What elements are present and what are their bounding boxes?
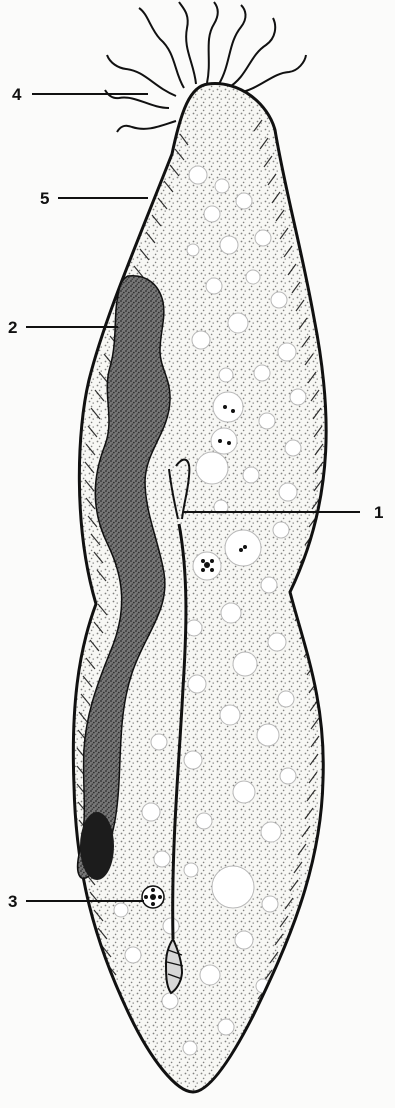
callout-label-two: 2 [8, 318, 17, 337]
callout-label-three: 3 [8, 892, 17, 911]
callout-label-four: 4 [12, 85, 22, 104]
contractile-vacuole [142, 886, 164, 908]
cell-body [70, 80, 340, 1095]
dark-granule [80, 812, 114, 880]
callout-label-five: 5 [40, 189, 49, 208]
callout-label-one: 1 [374, 503, 383, 522]
